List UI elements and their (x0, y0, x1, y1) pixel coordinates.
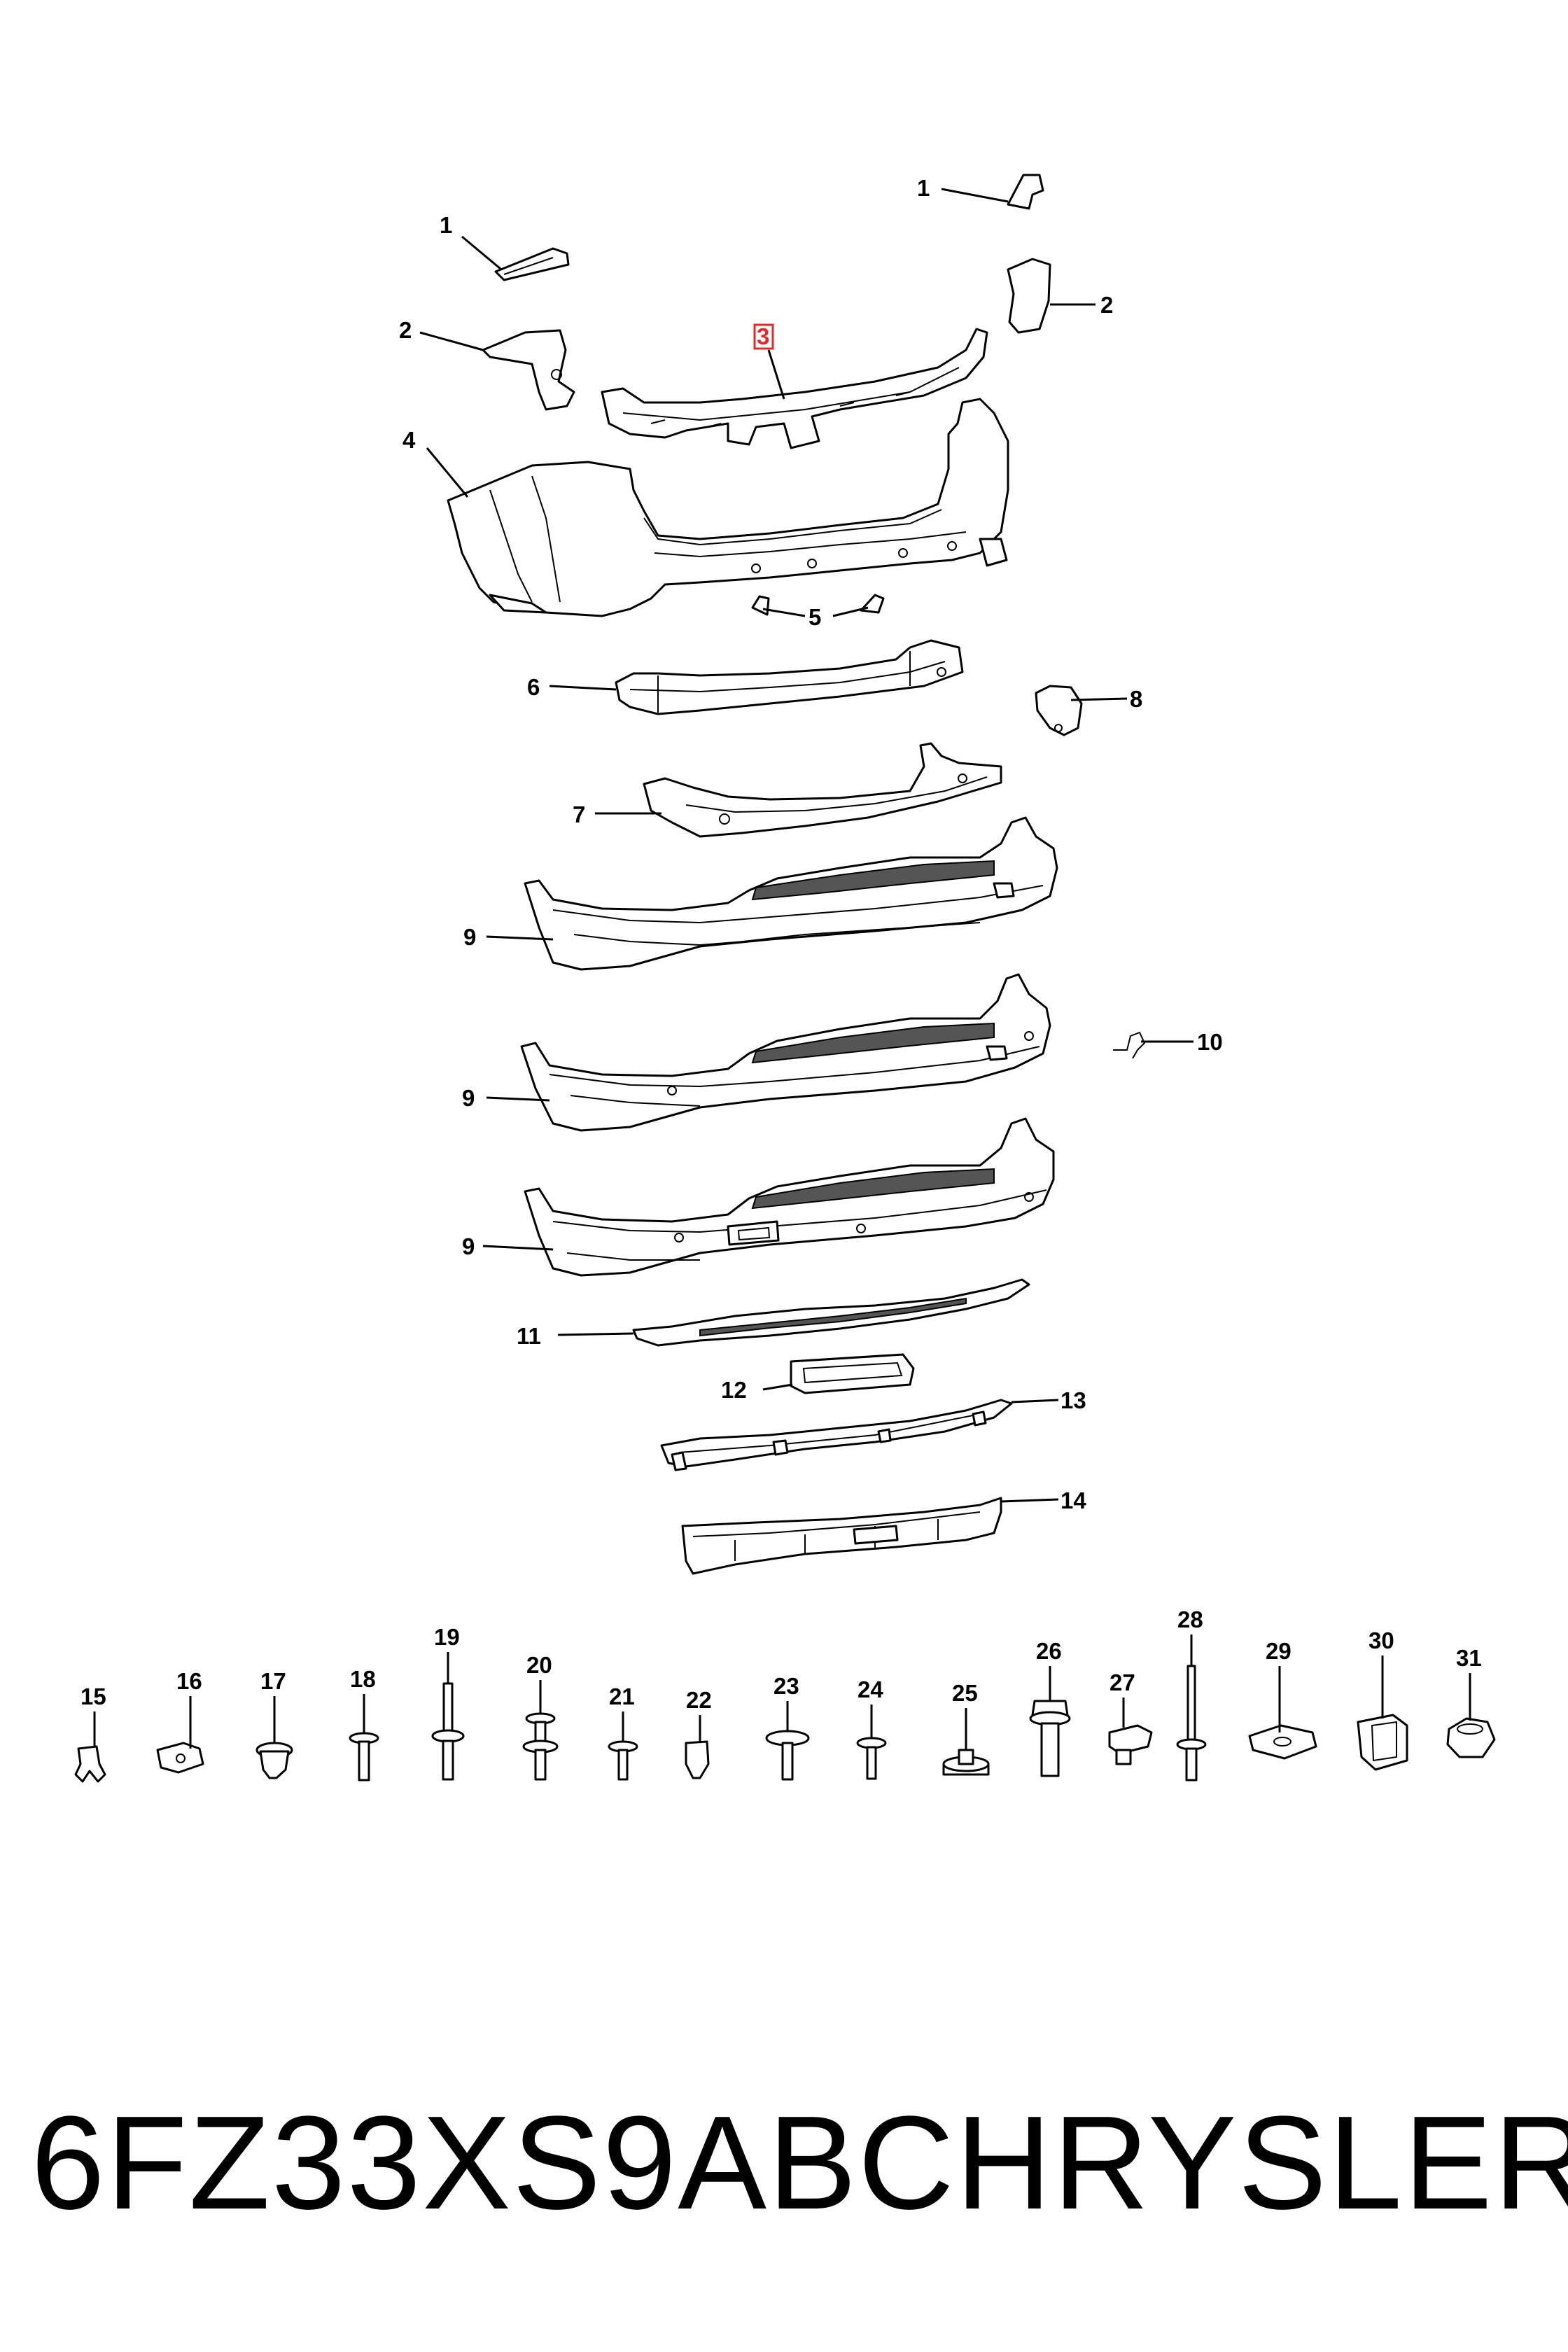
callout-2-left[interactable]: 2 (399, 317, 412, 343)
part-9-bumper-cover-b: 9 (462, 973, 1051, 1132)
callout-21[interactable]: 21 (609, 1684, 635, 1709)
callout-10[interactable]: 10 (1197, 1029, 1223, 1055)
callout-11[interactable]: 11 (517, 1323, 541, 1349)
callout-8[interactable]: 8 (1130, 686, 1142, 712)
callout-9-top[interactable]: 9 (463, 924, 476, 950)
callout-13[interactable]: 13 (1060, 1387, 1086, 1413)
callout-30[interactable]: 30 (1368, 1628, 1394, 1653)
callout-18[interactable]: 18 (350, 1666, 376, 1692)
fastener-30: 30 (1357, 1628, 1408, 1771)
part-3-upper-bracket: 3 (601, 323, 988, 449)
callout-28[interactable]: 28 (1177, 1606, 1203, 1632)
fastener-17: 17 (255, 1668, 293, 1779)
callout-29[interactable]: 29 (1266, 1638, 1292, 1664)
part-9-bumper-cover-c: 9 (462, 1117, 1055, 1277)
fasteners-row: 15 16 17 18 19 (74, 1606, 1496, 1783)
brand-name: CHRYSLER (858, 2089, 1568, 2237)
callout-3[interactable]: 3 (757, 323, 769, 349)
callout-20[interactable]: 20 (526, 1652, 552, 1678)
callout-1-right[interactable]: 1 (917, 175, 930, 201)
part-10-clip: 10 (1113, 1029, 1223, 1059)
callout-5[interactable]: 5 (808, 604, 821, 630)
footer-caption: 6FZ33XS9AB CHRYSLER (31, 2089, 1568, 2237)
callout-12[interactable]: 12 (721, 1377, 747, 1403)
callout-9-middle[interactable]: 9 (462, 1085, 475, 1111)
fastener-27: 27 (1108, 1670, 1153, 1765)
callout-31[interactable]: 31 (1456, 1645, 1482, 1671)
part-1-left-bracket: 1 (440, 212, 570, 281)
fastener-22: 22 (685, 1687, 712, 1779)
fastener-25: 25 (942, 1680, 990, 1776)
callout-25[interactable]: 25 (952, 1680, 978, 1706)
part-13-bracket: 13 (660, 1387, 1086, 1471)
part-4-bumper-fascia: 4 (402, 398, 1009, 617)
callout-7[interactable]: 7 (573, 802, 585, 827)
callout-1-left[interactable]: 1 (440, 212, 452, 238)
callout-14[interactable]: 14 (1060, 1488, 1086, 1513)
callout-15[interactable]: 15 (80, 1684, 106, 1709)
part-2-left-mount: 2 (399, 317, 575, 411)
part-6-reinforcement: 6 (527, 639, 964, 715)
part-8-bracket: 8 (1035, 685, 1142, 736)
callout-23[interactable]: 23 (774, 1673, 799, 1699)
callout-26[interactable]: 26 (1036, 1638, 1062, 1664)
part-5-clips: 5 (751, 594, 885, 630)
callout-17[interactable]: 17 (260, 1668, 286, 1694)
callout-24[interactable]: 24 (858, 1676, 883, 1702)
fastener-16: 16 (156, 1668, 204, 1774)
callout-9-bottom[interactable]: 9 (462, 1233, 475, 1259)
fastener-26: 26 (1029, 1638, 1071, 1777)
part-9-bumper-cover-a: 9 (463, 816, 1058, 971)
fastener-28: 28 (1176, 1606, 1207, 1782)
callout-19[interactable]: 19 (434, 1624, 460, 1650)
callout-22[interactable]: 22 (686, 1687, 712, 1713)
part-12-bezel: 12 (721, 1353, 915, 1403)
fastener-31: 31 (1446, 1645, 1496, 1758)
fastener-20: 20 (522, 1652, 559, 1781)
fastener-24: 24 (856, 1676, 887, 1780)
part-number: 6FZ33XS9AB (31, 2089, 858, 2237)
callout-3-highlight-box (753, 323, 774, 350)
fastener-21: 21 (608, 1684, 638, 1781)
part-11-skid-plate: 11 (517, 1278, 1030, 1349)
callout-4[interactable]: 4 (402, 427, 416, 453)
callout-27[interactable]: 27 (1110, 1670, 1135, 1695)
fastener-18: 18 (349, 1666, 379, 1782)
fastener-15: 15 (74, 1684, 106, 1783)
fastener-23: 23 (765, 1673, 810, 1781)
callout-16[interactable]: 16 (176, 1668, 202, 1694)
part-1-right-bracket: 1 (917, 174, 1044, 210)
part-2-right-mount: 2 (1007, 258, 1113, 334)
part-7-rear-beam: 7 (573, 742, 1002, 838)
callout-6[interactable]: 6 (527, 674, 540, 700)
fastener-29: 29 (1248, 1638, 1317, 1760)
callout-2-right[interactable]: 2 (1100, 292, 1113, 318)
part-14-absorber: 14 (681, 1488, 1086, 1575)
fastener-19: 19 (431, 1624, 465, 1781)
